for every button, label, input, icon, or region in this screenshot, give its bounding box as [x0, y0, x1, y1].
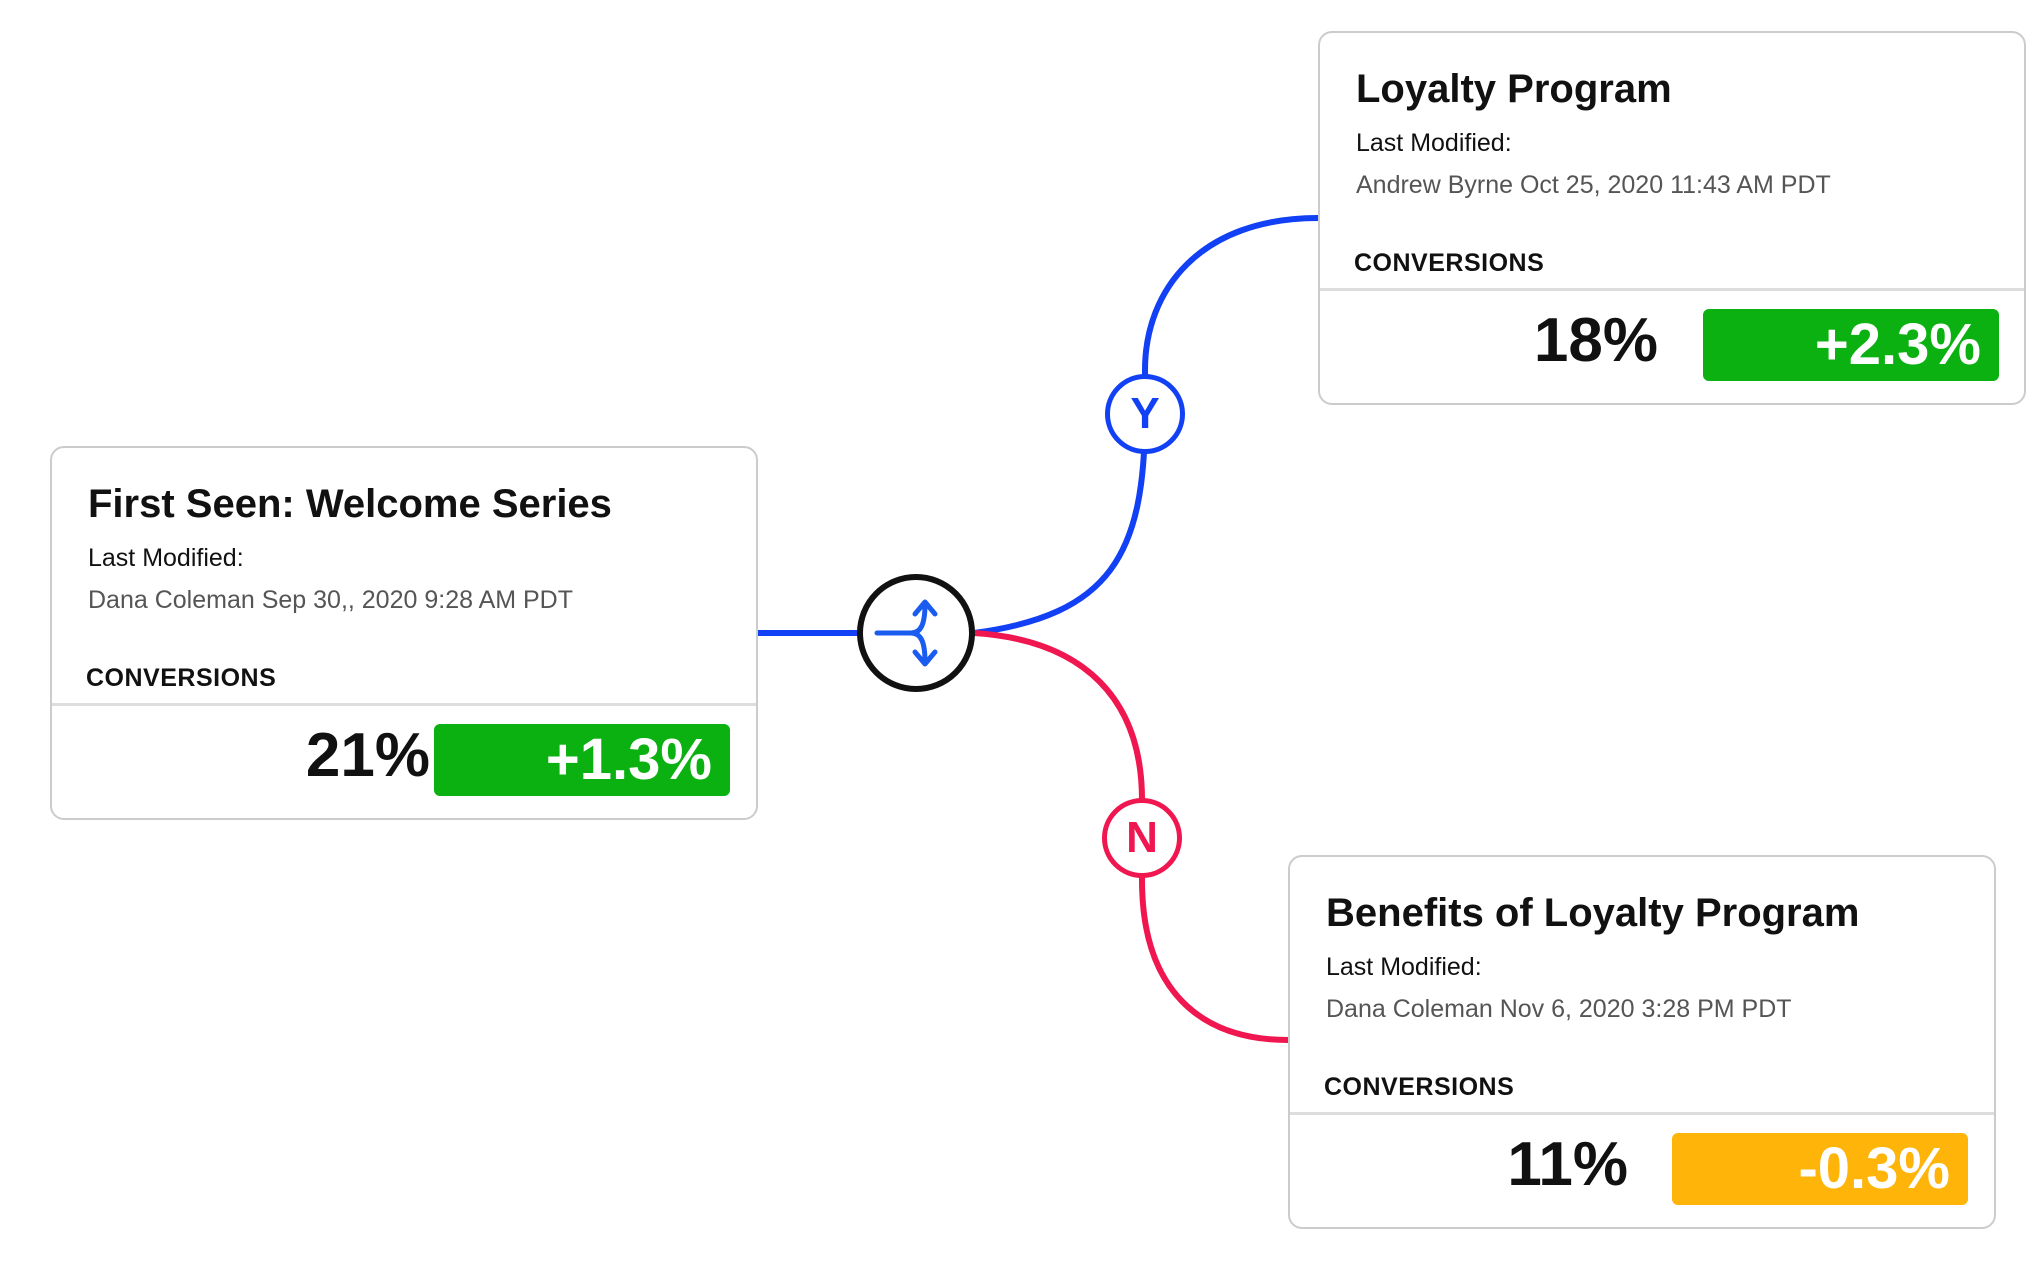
last-modified-value: Andrew Byrne Oct 25, 2020 11:43 AM PDT — [1356, 171, 1831, 199]
last-modified-value: Dana Coleman Sep 30,, 2020 9:28 AM PDT — [88, 586, 574, 614]
conversions-label: CONVERSIONS — [1324, 1073, 1515, 1101]
no-branch-badge[interactable]: N — [1102, 798, 1182, 878]
conversion-rate: 11% — [1507, 1130, 1628, 1199]
yes-branch-card[interactable]: Loyalty Program Last Modified: Andrew By… — [1318, 31, 2026, 405]
conversions-label: CONVERSIONS — [86, 664, 277, 692]
last-modified-value: Dana Coleman Nov 6, 2020 3:28 PM PDT — [1326, 995, 1792, 1023]
conversions-label: CONVERSIONS — [1354, 249, 1545, 277]
conversion-rate: 18% — [1533, 306, 1658, 375]
card-divider — [1290, 1112, 1994, 1115]
card-title: Loyalty Program — [1356, 67, 1672, 111]
conversion-rate: 21% — [305, 721, 430, 790]
conversion-delta-badge: +2.3% — [1703, 309, 1999, 381]
card-divider — [1320, 288, 2024, 291]
last-modified-label: Last Modified: — [1326, 953, 1482, 981]
last-modified-label: Last Modified: — [1356, 129, 1512, 157]
card-title: First Seen: Welcome Series — [88, 482, 612, 526]
last-modified-label: Last Modified: — [88, 544, 244, 572]
conversion-delta-badge: -0.3% — [1672, 1133, 1968, 1205]
split-node[interactable] — [857, 574, 975, 692]
conversion-delta-badge: +1.3% — [434, 724, 730, 796]
yes-branch-badge[interactable]: Y — [1105, 374, 1185, 454]
no-branch-card[interactable]: Benefits of Loyalty Program Last Modifie… — [1288, 855, 1996, 1229]
source-card[interactable]: First Seen: Welcome Series Last Modified… — [50, 446, 758, 820]
card-title: Benefits of Loyalty Program — [1326, 891, 1860, 935]
card-divider — [52, 703, 756, 706]
split-arrows-icon — [874, 599, 938, 667]
